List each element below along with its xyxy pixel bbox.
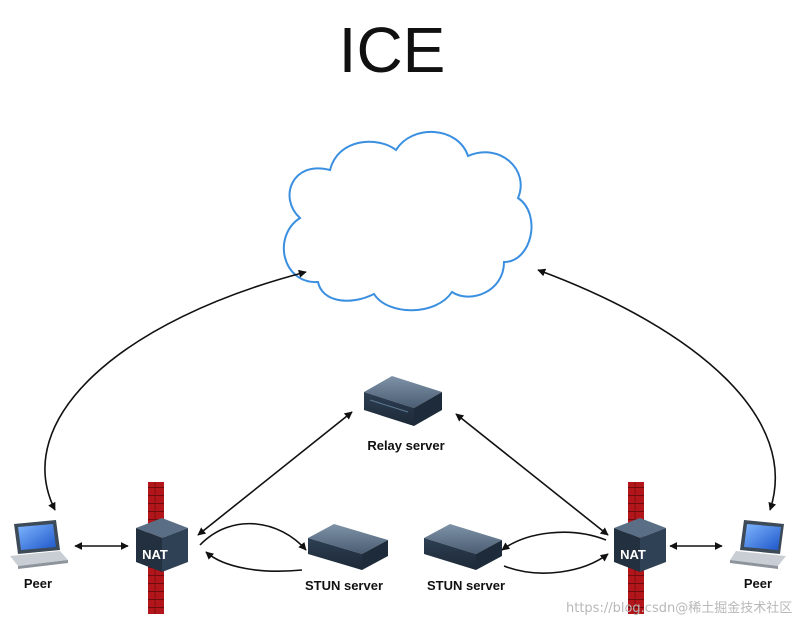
laptop-right-icon <box>730 520 786 569</box>
arrow-nat-left-to-stun-left <box>199 522 307 551</box>
nat-left-label: NAT <box>142 547 168 562</box>
stun-server-right-label: STUN server <box>427 578 505 593</box>
arrow-nat-left-relay <box>197 411 353 536</box>
nat-left-device <box>136 518 188 572</box>
internet-cloud <box>282 130 533 312</box>
stun-server-right-icon <box>424 524 502 570</box>
peer-right-label: Peer <box>744 576 772 591</box>
nat-right-label: NAT <box>620 547 646 562</box>
arrow-stun-right-to-nat-right <box>503 553 609 574</box>
stun-server-left-label: STUN server <box>305 578 383 593</box>
arrow-cloud-to-peer-right <box>537 268 777 511</box>
peer-left-label: Peer <box>24 576 52 591</box>
arrow-relay-nat-right <box>455 413 609 536</box>
arrow-peer-left-to-cloud <box>44 269 307 511</box>
watermark-text: https://blog.csdn@稀土掘金技术社区 <box>566 600 792 616</box>
relay-server-icon <box>364 376 442 426</box>
stun-server-left-icon <box>308 524 388 570</box>
relay-server-label: Relay server <box>367 438 444 453</box>
laptop-left-icon <box>10 520 68 569</box>
nat-right-device <box>614 518 666 572</box>
arrow-nat-right-to-stun-right <box>501 531 607 551</box>
diagram-title: ICE <box>339 14 446 86</box>
arrow-stun-left-to-nat-left <box>205 551 303 572</box>
